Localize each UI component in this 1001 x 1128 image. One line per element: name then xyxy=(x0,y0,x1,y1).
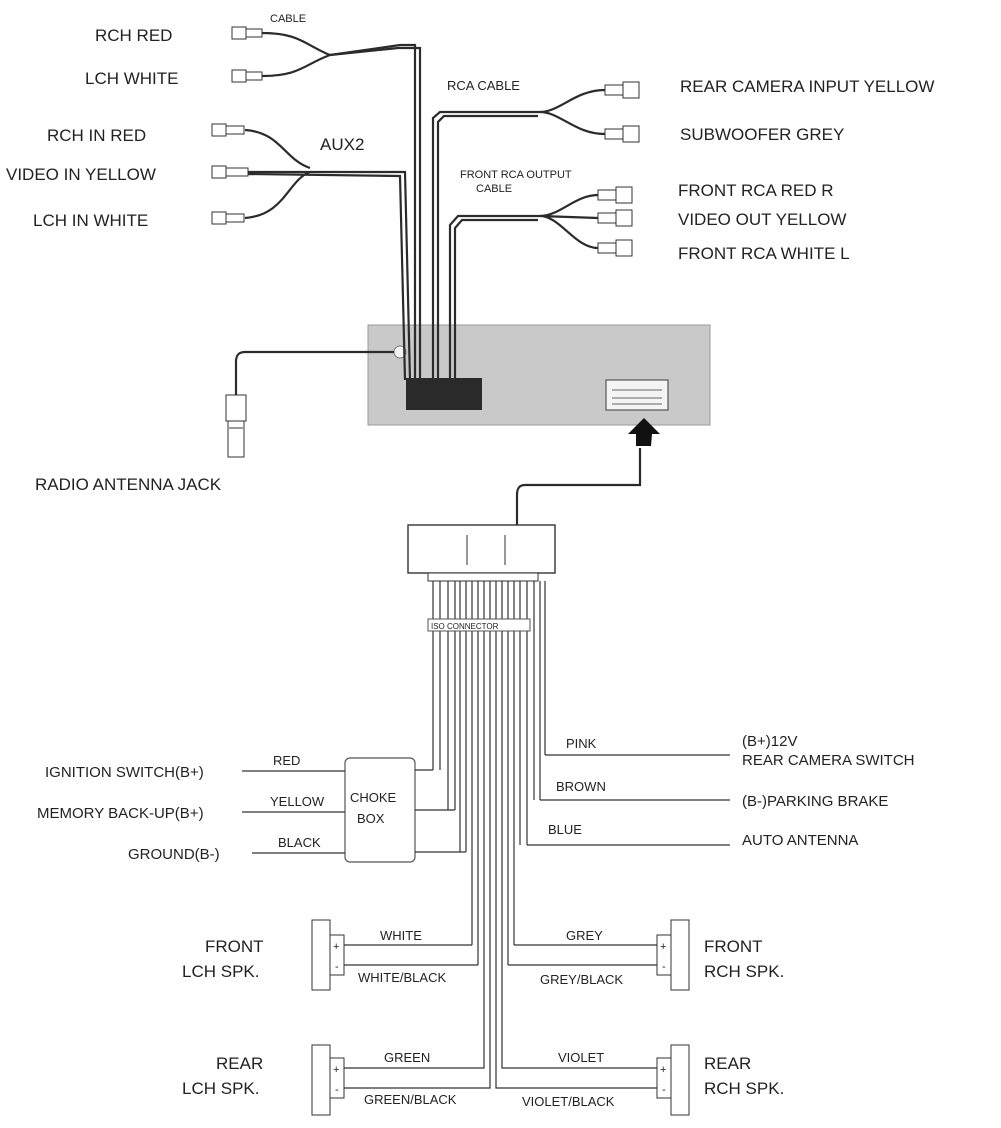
video-in-yellow-label: VIDEO IN YELLOW xyxy=(6,165,156,184)
choke-box xyxy=(242,757,466,863)
ignition-switch-label: IGNITION SWITCH(B+) xyxy=(45,764,204,781)
lch-in-white-label: LCH IN WHITE xyxy=(33,211,148,230)
iso-connector xyxy=(407,448,642,1082)
cable-title: CABLE xyxy=(270,13,306,25)
b12v-label: (B+)12V xyxy=(742,733,797,750)
plug-front-rca-white xyxy=(597,239,633,257)
front-rch-pos-wire: GREY xyxy=(566,928,603,943)
auto-antenna-label: AUTO ANTENNA xyxy=(742,832,858,849)
head-unit xyxy=(367,324,711,446)
front-rch-label-1: FRONT xyxy=(704,937,763,956)
plug-video-out xyxy=(597,209,633,227)
rear-rch-label-1: REAR xyxy=(704,1054,751,1073)
front-lch-plus: + xyxy=(333,941,339,953)
radio-antenna-jack-label: RADIO ANTENNA JACK xyxy=(35,475,222,494)
front-lch-pos-wire: WHITE xyxy=(380,928,422,943)
arrow-up-icon xyxy=(628,418,660,446)
front-lch-neg-wire: WHITE/BLACK xyxy=(358,970,446,985)
rear-rch-label-2: RCH SPK. xyxy=(704,1079,784,1098)
plug-rear-camera-input xyxy=(604,81,640,99)
red-wire-label: RED xyxy=(273,753,300,768)
rear-rch-neg-wire: VIOLET/BLACK xyxy=(522,1094,615,1109)
rch-in-red-label: RCH IN RED xyxy=(47,126,146,145)
rear-rch-plus: + xyxy=(660,1064,666,1076)
yellow-wire-label: YELLOW xyxy=(270,794,325,809)
power-right-wires xyxy=(527,754,730,846)
plug-rch-red xyxy=(231,26,263,40)
front-rch-label-2: RCH SPK. xyxy=(704,962,784,981)
parking-brake-label: (B-)PARKING BRAKE xyxy=(742,793,888,810)
rear-rch-pos-wire: VIOLET xyxy=(558,1050,604,1065)
front-lch-minus: - xyxy=(335,961,339,973)
iso-connector-label: ISO CONNECTOR xyxy=(431,622,499,631)
rear-camera-switch-label: REAR CAMERA SWITCH xyxy=(742,752,915,769)
front-rca-red-label: FRONT RCA RED R xyxy=(678,181,834,200)
plug-lch-in-white xyxy=(211,211,245,225)
plug-front-rca-red xyxy=(597,186,633,204)
top-left-cables xyxy=(244,31,422,381)
rear-rca-block xyxy=(406,378,482,410)
antenna-cable xyxy=(225,350,394,458)
choke-line2: BOX xyxy=(357,811,385,826)
rca-cable-title: RCA CABLE xyxy=(447,78,520,93)
front-lch-label-1: FRONT xyxy=(205,937,264,956)
choke-line1: CHOKE xyxy=(350,790,397,805)
front-rch-speaker xyxy=(508,919,690,991)
ground-label: GROUND(B-) xyxy=(128,846,220,863)
rear-lch-plus: + xyxy=(333,1064,339,1076)
rch-red-label: RCH RED xyxy=(95,26,172,45)
rear-rch-minus: - xyxy=(662,1084,666,1096)
front-lch-speaker xyxy=(311,919,478,991)
iso-socket xyxy=(605,379,669,411)
subwoofer-label: SUBWOOFER GREY xyxy=(680,125,844,144)
plug-video-in-yellow xyxy=(211,165,249,179)
front-rca-title-1: FRONT RCA OUTPUT xyxy=(460,169,572,181)
black-wire-label: BLACK xyxy=(278,835,321,850)
plug-subwoofer xyxy=(604,125,640,143)
front-rch-plus: + xyxy=(660,941,666,953)
video-out-label: VIDEO OUT YELLOW xyxy=(678,210,846,229)
rear-camera-input-label: REAR CAMERA INPUT YELLOW xyxy=(680,77,934,96)
front-rca-white-label: FRONT RCA WHITE L xyxy=(678,244,850,263)
rear-lch-minus: - xyxy=(335,1084,339,1096)
rear-lch-speaker xyxy=(311,1044,491,1116)
brown-wire-label: BROWN xyxy=(556,779,606,794)
aux2-label: AUX2 xyxy=(320,135,364,154)
front-rca-title-2: CABLE xyxy=(476,183,512,195)
pink-wire-label: PINK xyxy=(566,736,597,751)
rear-lch-neg-wire: GREEN/BLACK xyxy=(364,1092,457,1107)
blue-wire-label: BLUE xyxy=(548,822,582,837)
plug-lch-white xyxy=(231,69,263,83)
front-rch-neg-wire: GREY/BLACK xyxy=(540,972,623,987)
rear-lch-label-2: LCH SPK. xyxy=(182,1079,259,1098)
rear-rch-speaker xyxy=(495,1044,690,1116)
rear-lch-pos-wire: GREEN xyxy=(384,1050,430,1065)
front-rch-minus: - xyxy=(662,961,666,973)
rear-lch-label-1: REAR xyxy=(216,1054,263,1073)
memory-backup-label: MEMORY BACK-UP(B+) xyxy=(37,805,204,822)
plug-rch-in-red xyxy=(211,123,245,137)
front-lch-label-2: LCH SPK. xyxy=(182,962,259,981)
top-right-cables xyxy=(431,88,606,380)
lch-white-label: LCH WHITE xyxy=(85,69,179,88)
